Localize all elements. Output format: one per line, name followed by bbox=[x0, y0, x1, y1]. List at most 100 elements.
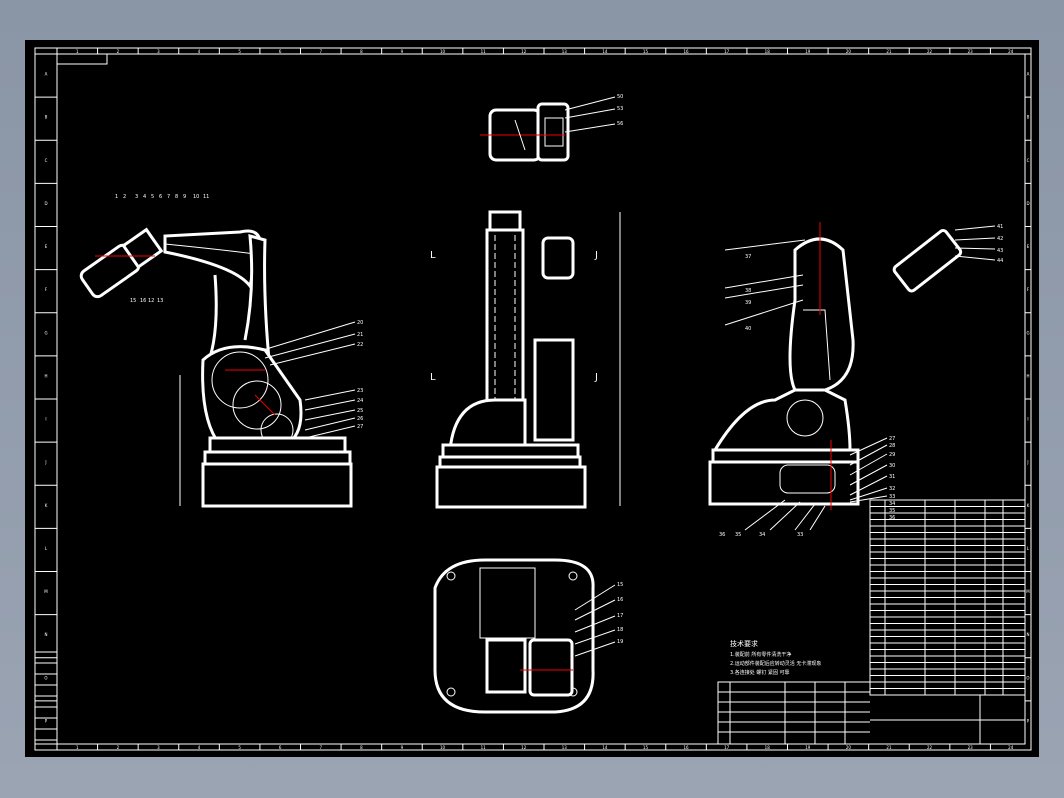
border-column-label: 2 bbox=[117, 745, 120, 750]
border-column-label: 22 bbox=[927, 745, 933, 750]
border-column-label: 7 bbox=[320, 745, 323, 750]
part-number-balloon: 44 bbox=[997, 258, 1003, 264]
front-view-robot-arm bbox=[79, 227, 356, 508]
border-column-label: 23 bbox=[968, 49, 974, 54]
part-number-balloon: 56 bbox=[617, 121, 623, 127]
part-number-balloon: 15 bbox=[130, 298, 136, 304]
border-column-label: 8 bbox=[360, 745, 363, 750]
border-column-label: 5 bbox=[238, 745, 241, 750]
part-number-balloon: 16 bbox=[140, 298, 146, 304]
border-column-label: 15 bbox=[643, 49, 649, 54]
border-row-label: A bbox=[1027, 72, 1030, 77]
border-row-label: J bbox=[1026, 460, 1028, 465]
part-number-balloon: 24 bbox=[357, 398, 363, 404]
border-column-label: 24 bbox=[1008, 745, 1014, 750]
part-number-balloon: 10 bbox=[193, 194, 199, 200]
border-row-label: P bbox=[1027, 718, 1030, 723]
part-number-balloon: 42 bbox=[997, 236, 1003, 242]
part-number-balloon: 27 bbox=[889, 436, 895, 442]
border-column-label: 24 bbox=[1008, 49, 1014, 54]
border-column-label: 1 bbox=[76, 49, 79, 54]
revision-table bbox=[34, 651, 58, 745]
part-number-balloon: 19 bbox=[617, 639, 623, 645]
border-row-label: E bbox=[45, 244, 48, 249]
part-number-balloon: 35 bbox=[889, 508, 895, 514]
svg-text:L: L bbox=[430, 372, 436, 383]
border-column-label: 4 bbox=[198, 745, 201, 750]
border-column-label: 21 bbox=[886, 49, 892, 54]
border-row-label: L bbox=[45, 546, 48, 551]
part-number-balloon: 16 bbox=[617, 597, 623, 603]
part-number-balloon: 11 bbox=[203, 194, 209, 200]
part-number-balloon: 36 bbox=[889, 515, 895, 521]
border-column-label: 13 bbox=[562, 745, 568, 750]
border-row-label: D bbox=[1026, 201, 1029, 206]
border-row-label: G bbox=[1026, 330, 1029, 335]
part-number-balloon: 28 bbox=[889, 443, 895, 449]
part-number-balloon: 50 bbox=[617, 94, 623, 100]
border-column-label: 22 bbox=[927, 49, 933, 54]
part-number-balloon: 34 bbox=[759, 532, 765, 538]
border-row-label: I bbox=[1027, 417, 1028, 422]
part-number-balloon: 53 bbox=[617, 106, 623, 112]
part-number-balloon: 23 bbox=[357, 388, 363, 394]
border-row-label: M bbox=[44, 589, 48, 594]
border-row-label: D bbox=[44, 201, 47, 206]
part-number-balloon: 31 bbox=[889, 474, 895, 480]
part-number-balloon: 41 bbox=[997, 224, 1003, 230]
border-column-label: 14 bbox=[602, 49, 608, 54]
part-number-balloon: 25 bbox=[357, 408, 363, 414]
border-column-label: 7 bbox=[320, 49, 323, 54]
border-column-label: 9 bbox=[401, 49, 404, 54]
border-column-label: 18 bbox=[765, 745, 771, 750]
border-column-label: 17 bbox=[724, 49, 730, 54]
border-row-label: I bbox=[45, 417, 46, 422]
border-column-label: 23 bbox=[968, 745, 974, 750]
border-column-label: 11 bbox=[481, 745, 487, 750]
parts-list-table bbox=[869, 499, 1026, 696]
border-row-label: G bbox=[44, 330, 47, 335]
part-number-balloon: 4 bbox=[143, 194, 146, 200]
part-number-balloon: 13 bbox=[157, 298, 163, 304]
border-column-label: 9 bbox=[401, 745, 404, 750]
part-number-balloon: 29 bbox=[889, 452, 895, 458]
border-row-label: H bbox=[44, 373, 47, 378]
part-number-balloon: 7 bbox=[167, 194, 170, 200]
border-row-label: O bbox=[1026, 675, 1029, 680]
border-row-label: B bbox=[1027, 115, 1030, 120]
part-number-balloon: 36 bbox=[719, 532, 725, 538]
part-number-balloon: 12 bbox=[148, 298, 154, 304]
border-row-label: C bbox=[45, 158, 48, 163]
part-number-balloon: 6 bbox=[159, 194, 162, 200]
border-row-label: F bbox=[45, 287, 48, 292]
border-column-label: 16 bbox=[683, 49, 689, 54]
border-row-label: P bbox=[45, 718, 48, 723]
border-column-label: 19 bbox=[805, 49, 811, 54]
technical-requirements: 技术要求 1.装配前 所有零件清洗干净 2.运动部件装配后应转动灵活 无卡滞现象… bbox=[730, 639, 821, 676]
top-view-gripper bbox=[480, 96, 616, 162]
tech-req-line-2: 2.运动部件装配后应转动灵活 无卡滞现象 bbox=[730, 660, 821, 667]
border-row-label: K bbox=[1027, 503, 1030, 508]
border-column-zones: 1122334455667788991010111112121313141415… bbox=[56, 48, 1014, 750]
border-column-label: 12 bbox=[521, 49, 527, 54]
border-row-label: N bbox=[1027, 632, 1030, 637]
border-column-label: 14 bbox=[602, 745, 608, 750]
border-column-label: 4 bbox=[198, 49, 201, 54]
border-column-label: 19 bbox=[805, 745, 811, 750]
part-number-balloon: 40 bbox=[745, 326, 751, 332]
part-number-balloon: 43 bbox=[997, 248, 1003, 254]
part-number-balloon: 18 bbox=[617, 627, 623, 633]
title-block bbox=[717, 681, 1026, 745]
border-column-label: 10 bbox=[440, 49, 446, 54]
tech-req-line-1: 1.装配前 所有零件清洗干净 bbox=[730, 651, 791, 658]
bottom-view-base bbox=[433, 558, 616, 714]
border-column-label: 20 bbox=[846, 745, 852, 750]
svg-text:J: J bbox=[594, 250, 598, 261]
border-column-label: 3 bbox=[157, 49, 160, 54]
border-column-label: 18 bbox=[765, 49, 771, 54]
border-column-label: 6 bbox=[279, 745, 282, 750]
part-number-balloon: 34 bbox=[889, 501, 895, 507]
border-row-label: K bbox=[45, 503, 48, 508]
border-column-label: 5 bbox=[238, 49, 241, 54]
